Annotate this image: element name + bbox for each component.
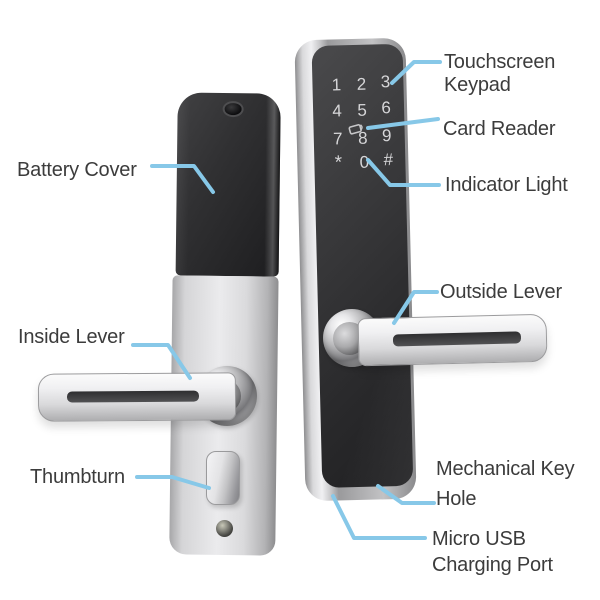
label-micro-usb-line2: Charging Port xyxy=(432,554,553,576)
label-inside-lever: Inside Lever xyxy=(18,326,125,348)
outside-lock-body: 1 2 3 4 5 6 7 8 9 * 0 # xyxy=(294,37,417,502)
outside-lever xyxy=(357,313,548,367)
keypad-key: # xyxy=(383,150,394,170)
inside-lever xyxy=(37,372,237,422)
keypad-key: 7 xyxy=(332,129,343,149)
keypad-key: * xyxy=(334,152,343,174)
label-outside-lever: Outside Lever xyxy=(440,281,562,303)
touchscreen-keypad: 1 2 3 4 5 6 7 8 9 * 0 # xyxy=(312,44,414,488)
card-reader-icon xyxy=(348,124,363,135)
fixing-screw xyxy=(216,520,233,537)
battery-cover xyxy=(175,92,281,277)
label-touchscreen-keypad-line1: Touchscreen xyxy=(444,51,556,73)
inside-lever-grip-inlay xyxy=(66,390,200,403)
leader-micro-usb xyxy=(331,494,427,540)
keypad-key: 2 xyxy=(356,74,367,94)
battery-cover-latch-hole xyxy=(222,100,244,118)
outside-lever-grip-inlay xyxy=(392,331,522,347)
keypad-key: 0 xyxy=(359,152,370,172)
keypad-key: 5 xyxy=(357,100,368,120)
label-battery-cover: Battery Cover xyxy=(17,159,137,181)
label-micro-usb-charging-port: Micro USB Charging Port xyxy=(432,526,553,578)
keypad-key: 1 xyxy=(331,75,342,95)
keypad-key: 3 xyxy=(380,72,391,92)
label-touchscreen-keypad: Touchscreen Keypad xyxy=(444,51,555,97)
keypad-key: 8 xyxy=(357,128,368,148)
label-mechanical-key-hole-line2: Hole xyxy=(436,488,477,510)
keypad-key: 9 xyxy=(381,126,392,146)
touch-panel: 1 2 3 4 5 6 7 8 9 * 0 # xyxy=(311,43,414,488)
label-mechanical-key-hole-line1: Mechanical Key xyxy=(436,458,575,480)
label-card-reader: Card Reader xyxy=(443,118,556,140)
label-touchscreen-keypad-line2: Keypad xyxy=(444,74,511,96)
label-mechanical-key-hole: Mechanical Key Hole xyxy=(436,454,575,514)
label-micro-usb-line1: Micro USB xyxy=(432,528,526,550)
keypad-key: 4 xyxy=(332,101,343,121)
keypad-key: 6 xyxy=(381,98,392,118)
label-thumbturn: Thumbturn xyxy=(30,466,125,488)
label-indicator-light: Indicator Light xyxy=(445,174,568,196)
thumbturn-knob xyxy=(206,451,240,505)
